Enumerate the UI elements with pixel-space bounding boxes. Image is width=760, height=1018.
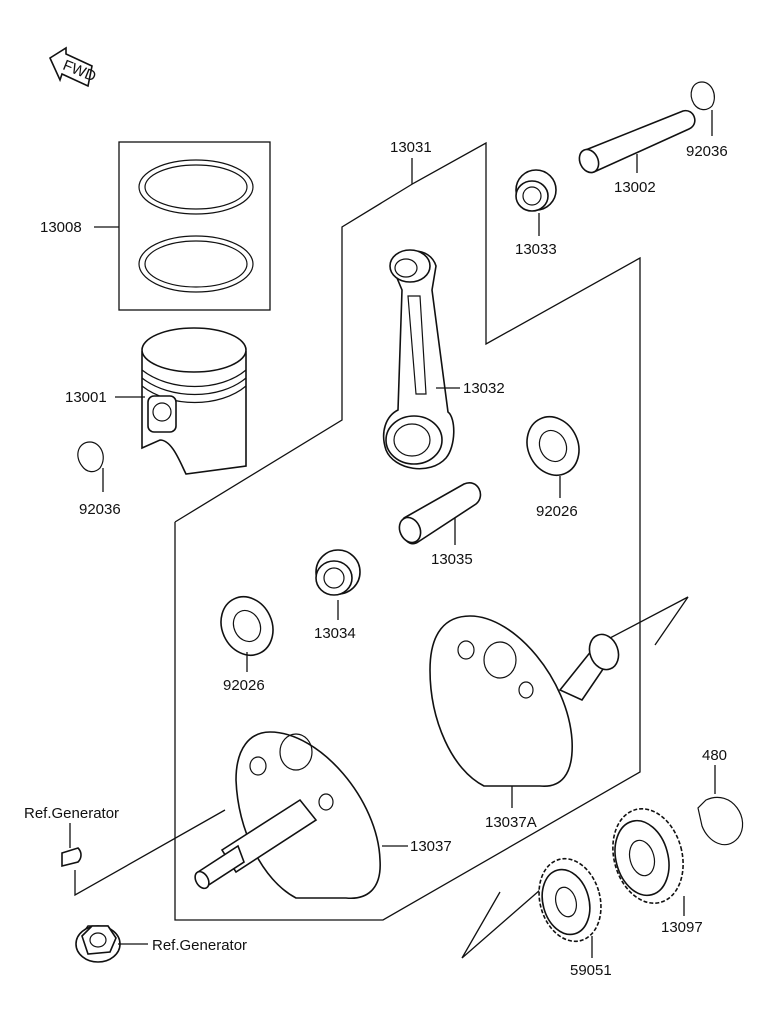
label-13037: 13037 xyxy=(410,838,452,855)
fwd-arrow-icon: FWD xyxy=(48,46,99,88)
group-outline xyxy=(174,141,641,921)
label-13033: 13033 xyxy=(515,241,557,258)
circlip-left xyxy=(77,441,104,473)
piston-ring-box xyxy=(118,141,271,311)
crank-pin-13035 xyxy=(398,482,482,545)
needle-bearing-13034 xyxy=(315,549,361,596)
label-13034: 13034 xyxy=(314,625,356,642)
piston-ring-upper xyxy=(138,159,254,215)
label-92036-right: 92036 xyxy=(686,143,728,160)
circlip-480 xyxy=(697,797,744,846)
piston-pin-13002 xyxy=(578,109,696,174)
label-13031: 13031 xyxy=(390,139,432,156)
label-13001: 13001 xyxy=(65,389,107,406)
label-92026-left: 92026 xyxy=(223,677,265,694)
crankshaft-right-13037a xyxy=(429,596,689,787)
label-92036-left: 92036 xyxy=(79,501,121,518)
gear-59051 xyxy=(461,857,602,959)
label-13037A: 13037A xyxy=(485,814,537,831)
label-13002: 13002 xyxy=(614,179,656,196)
label-13035: 13035 xyxy=(431,551,473,568)
piston xyxy=(141,327,247,475)
label-59051: 59051 xyxy=(570,962,612,979)
gear-13097 xyxy=(612,808,684,904)
label-13097: 13097 xyxy=(661,919,703,936)
label-ref-generator-top: Ref.Generator xyxy=(24,805,119,822)
label-480: 480 xyxy=(702,747,727,764)
piston-ring-lower xyxy=(138,235,254,293)
label-13032: 13032 xyxy=(463,380,505,397)
thrust-washer-92026-right xyxy=(526,416,580,476)
woodruff-key xyxy=(61,847,82,868)
flange-nut xyxy=(75,925,121,963)
connecting-rod-13032 xyxy=(382,249,455,470)
label-92026-right: 92026 xyxy=(536,503,578,520)
label-ref-generator-bottom: Ref.Generator xyxy=(152,937,247,954)
label-13008: 13008 xyxy=(40,219,82,236)
thrust-washer-92026-left xyxy=(220,596,274,656)
needle-bearing-13033 xyxy=(515,169,557,212)
circlip-right xyxy=(690,81,715,111)
crankshaft-left-13037 xyxy=(74,731,381,900)
